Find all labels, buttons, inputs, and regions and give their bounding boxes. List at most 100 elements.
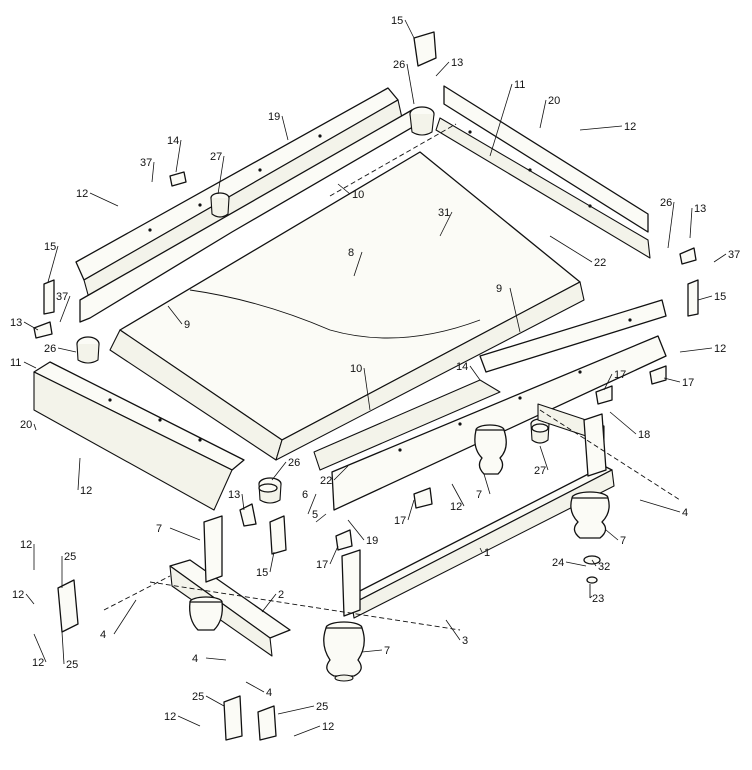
callout-c12a: 12 bbox=[624, 121, 636, 133]
leader-c5 bbox=[315, 513, 327, 523]
callout-c5: 5 bbox=[312, 509, 318, 521]
leader-c12i bbox=[177, 715, 201, 727]
leader-c17a bbox=[603, 373, 613, 391]
corner-post-front bbox=[269, 515, 287, 555]
leader-c4c bbox=[205, 657, 227, 661]
leader-c19b bbox=[347, 519, 365, 541]
leader-c25c bbox=[205, 695, 225, 707]
callout-c32: 32 bbox=[598, 561, 610, 573]
rail-back-right bbox=[435, 85, 651, 259]
leader-c26c bbox=[57, 347, 77, 353]
leader-c4d bbox=[245, 681, 265, 693]
leader-c12h bbox=[33, 633, 47, 663]
rail-front-left bbox=[33, 361, 245, 511]
leader-c26d bbox=[271, 461, 287, 481]
leader-c8 bbox=[353, 251, 363, 277]
leader-c37b bbox=[713, 253, 727, 263]
leader-c7c bbox=[169, 527, 201, 541]
callout-c1: 1 bbox=[484, 547, 490, 559]
leader-c7d bbox=[361, 649, 383, 653]
callout-c31: 31 bbox=[438, 207, 450, 219]
leg-back-right bbox=[570, 491, 610, 539]
callout-c19a: 19 bbox=[268, 111, 280, 123]
leader-c7b bbox=[605, 529, 619, 541]
callout-c37b: 37 bbox=[728, 249, 740, 261]
callout-c12h: 12 bbox=[32, 657, 44, 669]
leader-c7a bbox=[483, 473, 491, 495]
leader-c6 bbox=[307, 493, 317, 515]
callout-c13b: 13 bbox=[694, 203, 706, 215]
callout-c19b: 19 bbox=[366, 535, 378, 547]
callout-c13a: 13 bbox=[451, 57, 463, 69]
leader-c17c bbox=[407, 499, 415, 521]
leader-c12e bbox=[451, 483, 465, 507]
leader-c25d bbox=[277, 705, 315, 715]
callout-c9b: 9 bbox=[496, 283, 502, 295]
callout-c6: 6 bbox=[302, 489, 308, 501]
callout-c10a: 10 bbox=[352, 189, 364, 201]
leader-c13d bbox=[241, 493, 245, 511]
callout-c25d: 25 bbox=[316, 701, 328, 713]
corner-bracket-bottom-right bbox=[257, 705, 277, 741]
leader-c12a bbox=[579, 125, 623, 131]
callout-c12b: 12 bbox=[76, 188, 88, 200]
callout-c22b: 22 bbox=[320, 475, 332, 487]
callout-c25c: 25 bbox=[192, 691, 204, 703]
callout-c15b: 15 bbox=[44, 241, 56, 253]
callout-c4b: 4 bbox=[100, 629, 106, 641]
callout-c7b: 7 bbox=[620, 535, 626, 547]
callout-c25b: 25 bbox=[66, 659, 78, 671]
corner-pocket-top bbox=[409, 106, 435, 136]
assembly-lines bbox=[103, 123, 681, 631]
leader-c13a bbox=[435, 61, 450, 77]
hardware-clips bbox=[33, 171, 697, 598]
playfield-slate bbox=[109, 151, 585, 461]
leader-c11a bbox=[489, 83, 513, 157]
callout-c17b: 17 bbox=[682, 377, 694, 389]
side-pocket-left bbox=[210, 192, 230, 218]
callout-c2: 2 bbox=[278, 589, 284, 601]
callout-c11a: 11 bbox=[514, 79, 525, 91]
leader-c22b bbox=[333, 465, 349, 481]
callout-c4a: 4 bbox=[682, 507, 688, 519]
corner-bracket-left bbox=[57, 579, 79, 633]
leader-c10b bbox=[363, 367, 371, 411]
callout-c4d: 4 bbox=[266, 687, 272, 699]
leader-c13c bbox=[23, 321, 39, 331]
callout-c27a: 27 bbox=[210, 151, 222, 163]
leader-c20a bbox=[539, 99, 547, 129]
callout-c20a: 20 bbox=[548, 95, 560, 107]
callout-c12g: 12 bbox=[12, 589, 24, 601]
callout-c11b: 11 bbox=[10, 357, 21, 369]
callout-c20b: 20 bbox=[20, 419, 32, 431]
corner-pocket-left bbox=[76, 336, 100, 364]
leader-c32 bbox=[591, 559, 597, 567]
callout-c7a: 7 bbox=[476, 489, 482, 501]
callout-c18: 18 bbox=[638, 429, 650, 441]
callout-c37a: 37 bbox=[140, 157, 152, 169]
callout-c22a: 22 bbox=[594, 257, 606, 269]
leader-c9a bbox=[167, 305, 183, 325]
leader-c17b bbox=[663, 377, 681, 383]
callout-c12d: 12 bbox=[80, 485, 92, 497]
base-beam-end bbox=[169, 559, 291, 657]
leader-c12g bbox=[25, 593, 35, 605]
callout-c27b: 27 bbox=[534, 465, 546, 477]
corner-post-right bbox=[687, 279, 699, 317]
leader-c15c bbox=[697, 295, 713, 301]
leader-c15d bbox=[269, 551, 275, 573]
corner-post-top bbox=[413, 31, 437, 67]
leg-front-left-post bbox=[203, 515, 223, 583]
callout-c9a: 9 bbox=[184, 319, 190, 331]
leader-c12j bbox=[293, 725, 321, 737]
callout-c10b: 10 bbox=[350, 363, 362, 375]
leader-c14b bbox=[469, 365, 481, 381]
callout-c24: 24 bbox=[552, 557, 564, 569]
leader-c12b bbox=[89, 192, 119, 207]
leader-c9b bbox=[509, 287, 521, 333]
leader-c2 bbox=[261, 593, 277, 613]
callout-c17d: 17 bbox=[316, 559, 328, 571]
